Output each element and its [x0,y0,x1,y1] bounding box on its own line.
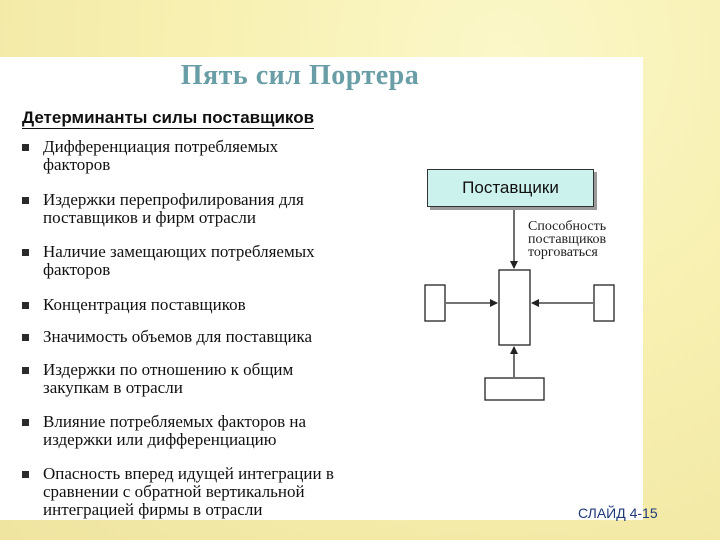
bullet-square-icon [22,419,29,426]
new-entrants-box [424,284,446,322]
list-item-text: Концентрация поставщиков [43,295,246,314]
slide-subtitle: Детерминанты силы поставщиков [22,108,315,129]
slide-number: СЛАЙД 4-15 [578,505,658,521]
substitutes-box [484,377,545,401]
list-item-text: Значимость объемов для поставщика [43,327,313,346]
suppliers-label: Поставщики [462,178,559,197]
list-item: Концентрация поставщиков [22,296,422,314]
rivalry-box [498,269,531,346]
bullet-square-icon [22,367,29,374]
slide-canvas [0,57,643,520]
bullet-square-icon [22,334,29,341]
bullet-square-icon [22,249,29,256]
list-item: Значимость объемов для поставщика [22,328,422,346]
buyers-box [593,284,615,322]
suppliers-box: Поставщики [427,169,594,207]
slide-title: Пять сил Портера [180,60,420,91]
bullet-square-icon [22,471,29,478]
bullet-square-icon [22,197,29,204]
bullet-square-icon [22,302,29,309]
bullet-square-icon [22,144,29,151]
